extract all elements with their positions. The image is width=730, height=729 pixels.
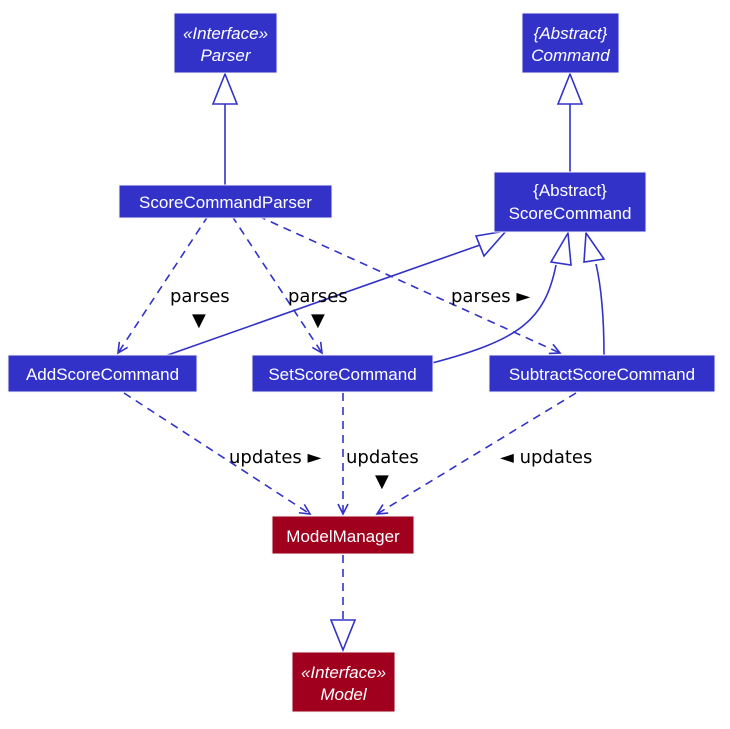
label-parses-set: parses	[288, 286, 348, 307]
label-parses-add-arrow: ▼	[192, 310, 206, 331]
class-subtractscorecommand: SubtractScoreCommand	[488, 354, 716, 393]
edge-subtractscorecommand-extends-scorecommand	[583, 230, 606, 357]
class-scorecommandparser: ScoreCommandParser	[118, 184, 333, 219]
class-addscorecommand: AddScoreCommand	[7, 354, 198, 393]
class-parser: «Interface» Parser	[173, 12, 278, 74]
class-command: {Abstract} Command	[521, 12, 620, 74]
scorecommandparser-name: ScoreCommandParser	[139, 193, 312, 212]
edge-scorecommand-extends-command	[556, 71, 584, 172]
modelmanager-name: ModelManager	[286, 527, 400, 546]
label-updates-add: updates ►	[229, 447, 322, 468]
model-name: Model	[320, 685, 368, 704]
edge-parser-parses-setscorecommand	[231, 215, 323, 355]
label-updates-set: updates	[346, 447, 419, 468]
class-setscorecommand: SetScoreCommand	[251, 354, 434, 393]
label-updates-set-arrow: ▼	[375, 471, 389, 492]
subtractscorecommand-name: SubtractScoreCommand	[509, 365, 695, 384]
class-scorecommand: {Abstract} ScoreCommand	[493, 171, 647, 233]
setscorecommand-name: SetScoreCommand	[268, 365, 416, 384]
edge-addscorecommand-updates-modelmanager	[123, 392, 312, 515]
scorecommand-stereotype: {Abstract}	[533, 181, 607, 200]
command-stereotype: {Abstract}	[534, 24, 608, 43]
edge-modelmanager-implements-model	[329, 555, 357, 653]
label-parses-set-arrow: ▼	[311, 310, 325, 331]
command-name: Command	[531, 46, 610, 65]
edge-addscorecommand-extends-scorecommand	[164, 229, 509, 357]
edge-scorecommandparser-implements-parser	[211, 71, 239, 185]
label-parses-subtract: parses ►	[451, 286, 530, 307]
parser-stereotype: «Interface»	[183, 24, 268, 43]
class-model: «Interface» Model	[291, 651, 396, 713]
model-stereotype: «Interface»	[301, 663, 386, 682]
label-parses-add: parses	[170, 286, 230, 307]
edge-parser-parses-subtractscorecommand	[257, 215, 562, 355]
label-updates-subtract: ◄ updates	[500, 447, 592, 468]
addscorecommand-name: AddScoreCommand	[26, 365, 179, 384]
edge-subtractscorecommand-updates-modelmanager	[375, 392, 577, 515]
edge-parser-parses-addscorecommand	[117, 215, 209, 355]
edge-setscorecommand-extends-scorecommand	[431, 230, 572, 364]
class-modelmanager: ModelManager	[271, 515, 415, 555]
parser-name: Parser	[200, 46, 251, 65]
scorecommand-name: ScoreCommand	[509, 204, 632, 223]
